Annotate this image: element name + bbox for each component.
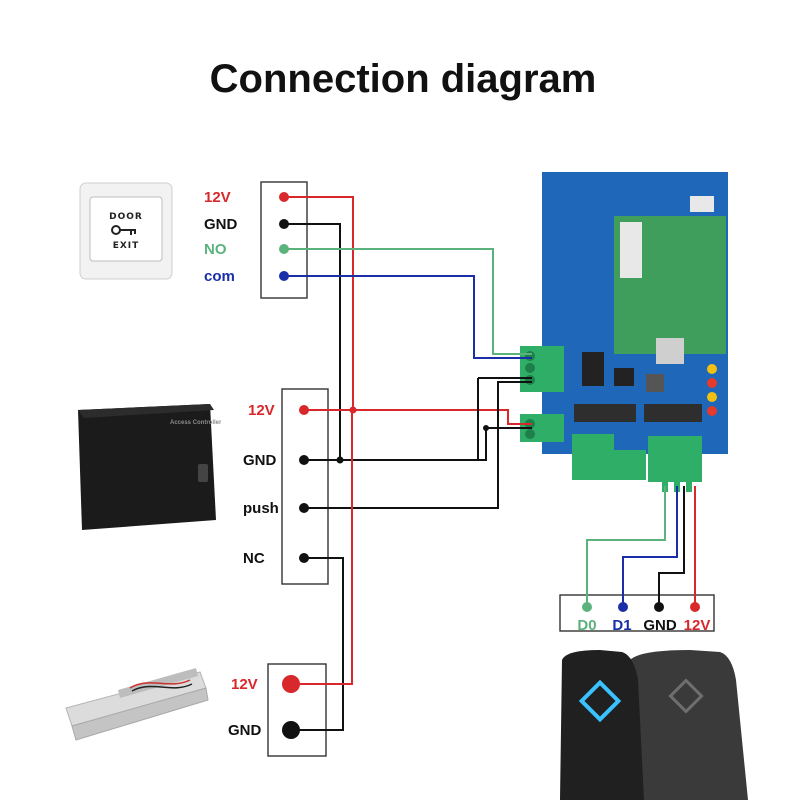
maglock-pin-12v-label: 12V xyxy=(231,676,258,693)
exit-pin-12v-label: 12V xyxy=(204,189,231,206)
exit-pin-com xyxy=(279,271,289,281)
door-exit-button-icon: DOOR EXIT xyxy=(79,182,173,280)
power-pin-12v xyxy=(299,405,309,415)
exit-pin-no-label: NO xyxy=(204,241,227,258)
junction-dot xyxy=(349,406,357,414)
svg-text:Access Controller: Access Controller xyxy=(170,420,222,426)
reader-pin-gnd-label: GND xyxy=(643,617,677,634)
maglock-pin-gnd-label: GND xyxy=(228,722,262,739)
reader-pins: D0 D1 GND 12V xyxy=(577,602,710,634)
card-reader-icon xyxy=(560,650,748,800)
exit-pin-12v xyxy=(279,192,289,202)
power-pin-gnd xyxy=(299,455,309,465)
wiring xyxy=(284,196,696,731)
maglock-pin-12v xyxy=(282,675,300,693)
power-supply-pins: 12V GND push NC xyxy=(243,402,489,567)
power-pin-push xyxy=(299,503,309,513)
reader-pin-d1-label: D1 xyxy=(612,617,631,634)
reader-pin-12v-label: 12V xyxy=(684,617,711,634)
magnetic-lock-icon xyxy=(65,668,209,741)
power-pin-push-label: push xyxy=(243,500,279,517)
exit-pin-gnd-label: GND xyxy=(204,216,238,233)
reader-pin-gnd xyxy=(654,602,664,612)
exit-plate-top-text: DOOR xyxy=(109,212,143,222)
power-pin-nc xyxy=(299,553,309,563)
power-pin-gnd-label: GND xyxy=(243,452,277,469)
reader-pin-d0 xyxy=(582,602,592,612)
power-supply-box-icon: Access Controller xyxy=(78,404,222,530)
controller-board-icon xyxy=(520,172,728,492)
power-pin-12v-label: 12V xyxy=(248,402,275,419)
power-pin-nc-label: NC xyxy=(243,550,265,567)
exit-button-pins: 12V GND NO com xyxy=(204,189,289,285)
key-icon xyxy=(111,225,136,235)
reader-pin-d1 xyxy=(618,602,628,612)
junction-dot xyxy=(336,456,344,464)
exit-plate-bottom-text: EXIT xyxy=(113,241,140,251)
reader-terminal xyxy=(559,594,715,632)
exit-pin-gnd xyxy=(279,219,289,229)
power-supply-terminal xyxy=(281,388,329,585)
reader-pin-12v xyxy=(690,602,700,612)
exit-pin-com-label: com xyxy=(204,268,235,285)
maglock-pin-gnd xyxy=(282,721,300,739)
page-title: Connection diagram xyxy=(210,57,597,101)
exit-pin-no xyxy=(279,244,289,254)
maglock-pins: 12V GND xyxy=(228,675,300,739)
junction-dot xyxy=(483,425,489,431)
reader-pin-d0-label: D0 xyxy=(577,617,596,634)
